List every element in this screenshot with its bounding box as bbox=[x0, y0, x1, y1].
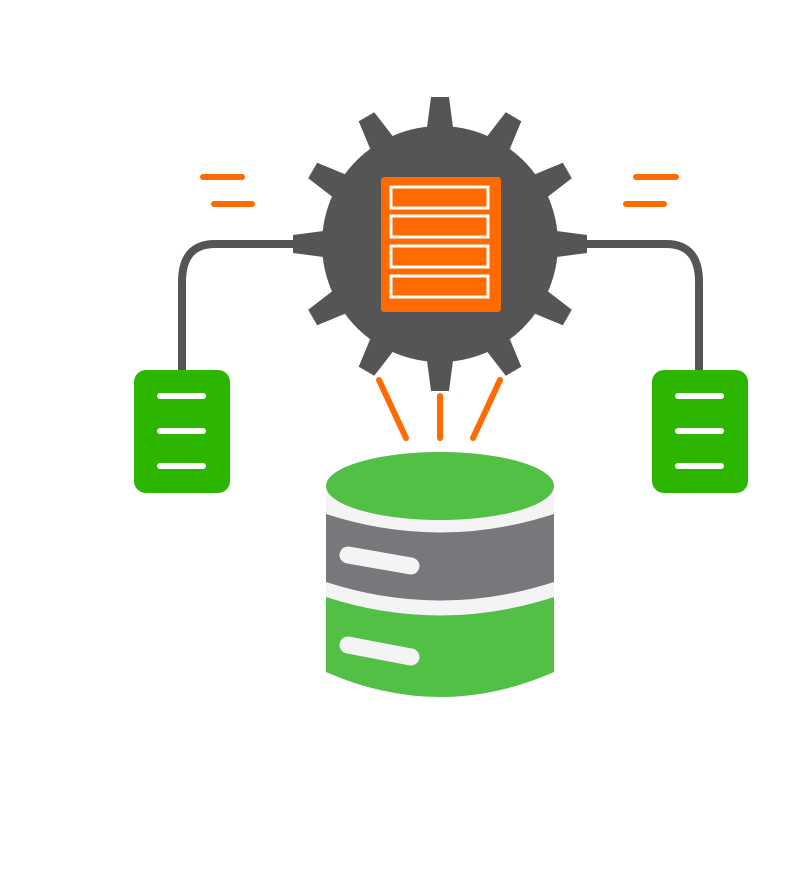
database-icon bbox=[326, 452, 554, 697]
motion-lines-left bbox=[200, 174, 255, 207]
connector-right bbox=[582, 240, 703, 376]
motion-lines-right bbox=[623, 174, 679, 207]
document-icon-right bbox=[652, 370, 748, 493]
database-highlight-middle bbox=[339, 546, 420, 575]
document-icon-left bbox=[134, 370, 230, 493]
database-highlight-bottom bbox=[339, 636, 420, 666]
data-flow-rays bbox=[376, 377, 503, 441]
connector-left bbox=[178, 240, 300, 376]
server-rack-icon bbox=[381, 177, 501, 312]
